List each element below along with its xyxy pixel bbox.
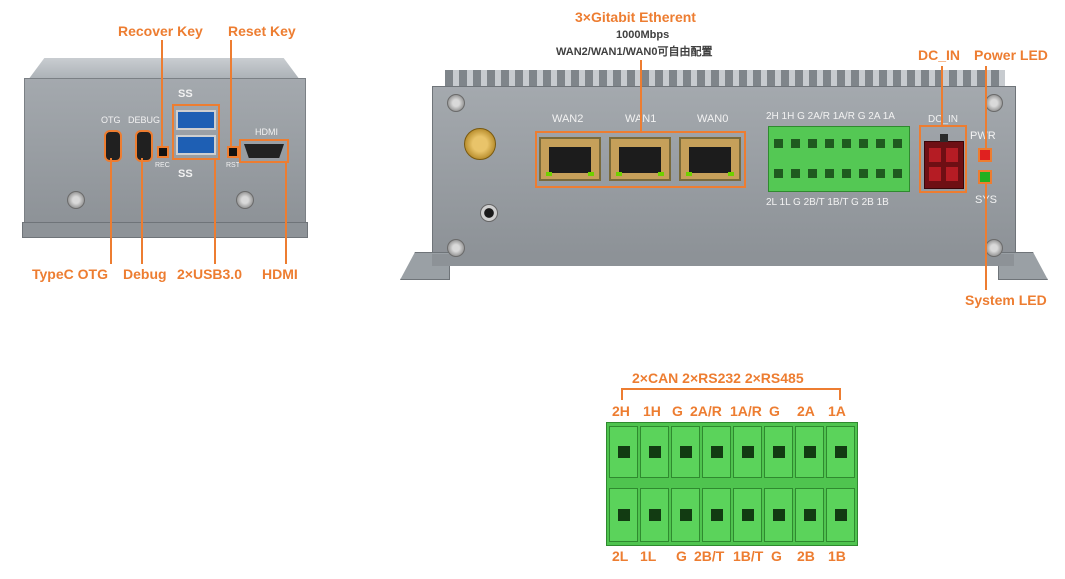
ss-silk-top: SS — [178, 88, 193, 100]
terminal-block-detail — [606, 422, 858, 546]
ethernet-ports-outline — [535, 131, 746, 188]
debug-line — [141, 158, 143, 264]
power-led-line — [985, 66, 987, 148]
front-base-flange — [22, 222, 308, 238]
recover-key-button[interactable] — [157, 146, 169, 158]
debug-silk-label: DEBUG — [128, 115, 161, 125]
dc-in-line — [941, 66, 943, 126]
pwr-silk-label: PWR — [970, 130, 996, 142]
front-screw-right — [236, 191, 254, 209]
pin-label-bottom: 1B/T — [733, 548, 764, 564]
dc-in-connector[interactable] — [924, 134, 964, 189]
recover-key-callout: Recover Key — [118, 23, 203, 39]
debug-callout: Debug — [123, 266, 167, 282]
rear-pins-bottom-label: 2L 1L G 2B/T 1B/T G 2B 1B — [766, 197, 889, 208]
wan2-silk-label: WAN2 — [552, 113, 584, 125]
system-led-callout: System LED — [965, 292, 1047, 308]
typec-otg-line — [110, 158, 112, 264]
rst-silk-label: RST — [226, 162, 240, 169]
rear-base — [432, 254, 1014, 266]
bracket-right — [839, 388, 841, 400]
hdmi-silk-label: HDMI — [255, 127, 278, 137]
pin-label-top: G — [672, 403, 683, 419]
system-led — [978, 170, 992, 184]
front-chassis-top — [28, 58, 300, 80]
ethernet-config-text: WAN2/WAN1/WAN0可自由配置 — [556, 46, 713, 58]
reset-key-button[interactable] — [227, 146, 239, 158]
power-led — [978, 148, 992, 162]
pin-label-top: 1A — [828, 403, 846, 419]
wan0-silk-label: WAN0 — [697, 113, 729, 125]
pin-label-bottom: 2L — [612, 548, 629, 564]
pin-label-top: 2A — [797, 403, 815, 419]
pin-label-bottom: G — [676, 548, 687, 564]
bracket-top — [621, 388, 841, 390]
rear-pins-top-label: 2H 1H G 2A/R 1A/R G 2A 1A — [766, 111, 895, 122]
usb-callout: 2×USB3.0 — [177, 266, 242, 282]
rear-screw-br — [985, 239, 1003, 257]
pin-label-top: G — [769, 403, 780, 419]
system-led-line — [985, 184, 987, 290]
bracket-left — [621, 388, 623, 400]
bus-title-callout: 2×CAN 2×RS232 2×RS485 — [632, 370, 804, 386]
recover-key-line — [161, 40, 163, 148]
pin-label-top: 1A/R — [730, 403, 762, 419]
pin-label-top: 2H — [612, 403, 630, 419]
typec-otg-callout: TypeC OTG — [32, 266, 108, 282]
pin-label-bottom: 1L — [640, 548, 657, 564]
hdmi-line — [285, 162, 287, 264]
usb-port-bottom[interactable] — [176, 135, 216, 155]
pin-label-bottom: G — [771, 548, 782, 564]
dc-in-silk-label: DC_IN — [928, 114, 959, 125]
rear-screw-bl — [447, 239, 465, 257]
pin-label-top: 2A/R — [690, 403, 722, 419]
rear-screw-tl — [447, 94, 465, 112]
pin-label-bottom: 2B/T — [694, 548, 725, 564]
power-led-callout: Power LED — [974, 47, 1048, 63]
ethernet-line — [640, 60, 642, 132]
rear-screw-tr — [985, 94, 1003, 112]
usb-line — [214, 160, 216, 264]
otg-silk-label: OTG — [101, 115, 121, 125]
dc-in-callout: DC_IN — [918, 47, 961, 63]
dc-in-outline — [919, 125, 967, 193]
audio-jack[interactable] — [480, 204, 498, 222]
wan0-port[interactable] — [679, 137, 741, 181]
hdmi-port-outline — [239, 139, 289, 163]
reset-key-line — [230, 40, 232, 148]
front-screw-left — [67, 191, 85, 209]
hdmi-callout: HDMI — [262, 266, 298, 282]
typec-otg-port[interactable] — [104, 130, 122, 162]
hdmi-port[interactable] — [244, 144, 284, 158]
rear-heatsink — [445, 70, 1005, 90]
usb-ports-outline — [172, 104, 220, 160]
rear-terminal-block[interactable] — [768, 126, 910, 192]
pin-label-top: 1H — [643, 403, 661, 419]
usb-port-top[interactable] — [176, 110, 216, 130]
antenna-connector[interactable] — [464, 128, 496, 160]
wan1-port[interactable] — [609, 137, 671, 181]
ethernet-callout: 3×Gitabit Etherent — [575, 9, 696, 25]
rec-silk-label: REC — [155, 162, 170, 169]
ss-silk-bottom: SS — [178, 168, 193, 180]
debug-port[interactable] — [135, 130, 153, 162]
pin-label-bottom: 2B — [797, 548, 815, 564]
ethernet-speed-text: 1000Mbps — [616, 29, 670, 41]
pin-label-bottom: 1B — [828, 548, 846, 564]
reset-key-callout: Reset Key — [228, 23, 296, 39]
wan2-port[interactable] — [539, 137, 601, 181]
